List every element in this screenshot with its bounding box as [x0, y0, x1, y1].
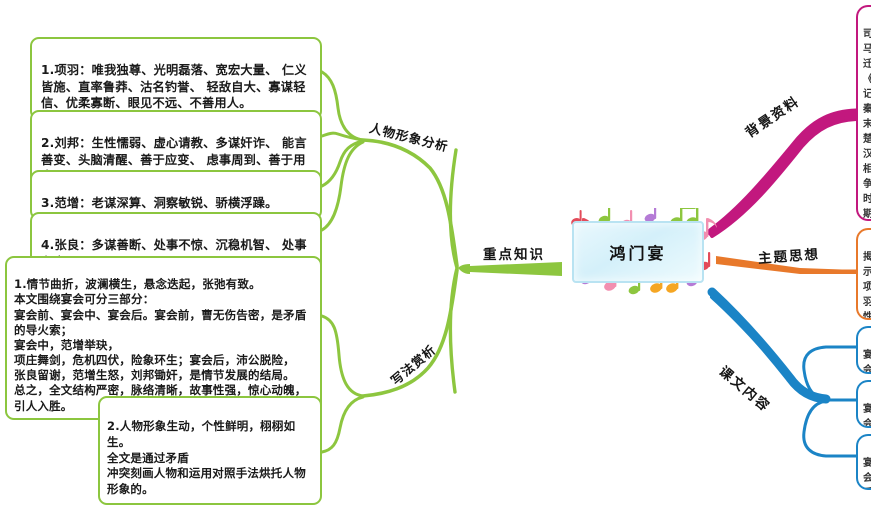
node-text-content-1[interactable]: 宴会前 无伤告密 — [856, 326, 871, 374]
node-character-fanzeng[interactable]: 3.范增：老谋深算、洞察敏锐、骄横浮躁。 — [30, 170, 322, 220]
central-topic[interactable]: 鸿门宴 — [558, 208, 718, 296]
node-number: 2. — [107, 418, 120, 433]
central-topic-label[interactable]: 鸿门宴 — [572, 221, 704, 283]
branch-label-background-info[interactable]: 背景资料 — [742, 93, 803, 142]
node-text: 人物形象生动，个性鲜明，栩栩如生。 全文是通过矛盾 冲突刻画人物和运用对照手法烘… — [107, 418, 306, 497]
node-number: 1. — [41, 62, 55, 77]
node-number: 4. — [41, 237, 55, 252]
sub-branch-writing-2 — [320, 395, 365, 454]
node-text: 揭示项羽 性格悲剧 反映楚汉 相争的 历史必然 — [863, 252, 871, 318]
branch-background-info-line — [707, 108, 861, 237]
node-text: 司马迁 《史记》 秦末楚汉 相争时期 项羽刘邦 鸿门相会 公元前206年 — [863, 29, 871, 219]
branch-background-info-taper — [710, 117, 858, 238]
node-text-content-2[interactable]: 宴会中 项庄舞剑 — [856, 380, 871, 428]
sub-branch-character-1 — [320, 70, 365, 142]
branch-character-analysis-line — [361, 138, 459, 268]
branch-label-writing-appreciation[interactable]: 写法赏析 — [387, 341, 439, 389]
branch-background-info-connector — [799, 115, 858, 142]
node-text: 情节曲折，波澜横生，悬念迭起，张弛有致。 本文围绕宴会可分三部分： 宴会前、宴会… — [14, 277, 307, 413]
node-text: 项羽：唯我独尊、光明磊落、宽宏大量、 仁义皆施、直率鲁莽、沽名钓誉、 轻敌自大、… — [41, 62, 307, 111]
node-text: 刘邦：生性懦弱、虚心请教、多谋奸诈、 能言善变、头脑清醒、善于应变、 虑事周到、… — [41, 135, 307, 184]
node-text: 宴会后 沛公脱险 — [863, 458, 871, 488]
branch-label-text-content[interactable]: 课文内容 — [715, 363, 774, 416]
node-writing-character[interactable]: 2.人物形象生动，个性鲜明，栩栩如生。 全文是通过矛盾 冲突刻画人物和运用对照手… — [98, 396, 322, 505]
sub-branch-content-1 — [802, 345, 828, 402]
node-text: 范增：老谋深算、洞察敏锐、骄横浮躁。 — [54, 195, 278, 210]
node-text-content-3[interactable]: 宴会后 沛公脱险 — [856, 434, 871, 490]
sub-branch-content-3 — [802, 399, 828, 458]
branch-label-key-knowledge[interactable]: 重点知识 — [483, 247, 545, 263]
sub-branch-character-4 — [320, 140, 365, 232]
node-number: 2. — [41, 135, 55, 150]
node-character-xiangyu[interactable]: 1.项羽：唯我独尊、光明磊落、宽宏大量、 仁义皆施、直率鲁莽、沽名钓誉、 轻敌自… — [30, 37, 322, 121]
node-writing-plot[interactable]: 1.情节曲折，波澜横生，悬念迭起，张弛有致。 本文围绕宴会可分三部分： 宴会前、… — [5, 256, 322, 420]
sub-branch-writing-1 — [320, 314, 365, 398]
hub-vertical-line — [448, 148, 459, 394]
branch-key-knowledge-line — [470, 262, 562, 276]
node-theme-thought[interactable]: 揭示项羽 性格悲剧 反映楚汉 相争的 历史必然 — [856, 228, 871, 320]
node-text: 宴会前 无伤告密 — [863, 350, 871, 372]
node-number: 1. — [14, 277, 27, 292]
branch-label-character-analysis[interactable]: 人物形象分析 — [367, 120, 451, 155]
node-text: 宴会中 项庄舞剑 — [863, 404, 871, 426]
sub-branch-character-3 — [320, 139, 365, 188]
node-background-info[interactable]: 司马迁 《史记》 秦末楚汉 相争时期 项羽刘邦 鸿门相会 公元前206年 — [856, 5, 871, 221]
branch-label-theme-thought[interactable]: 主题思想 — [757, 246, 821, 267]
branch-key-knowledge-stub — [458, 264, 470, 274]
sub-branch-character-2 — [320, 131, 365, 142]
node-number: 3. — [41, 195, 55, 210]
